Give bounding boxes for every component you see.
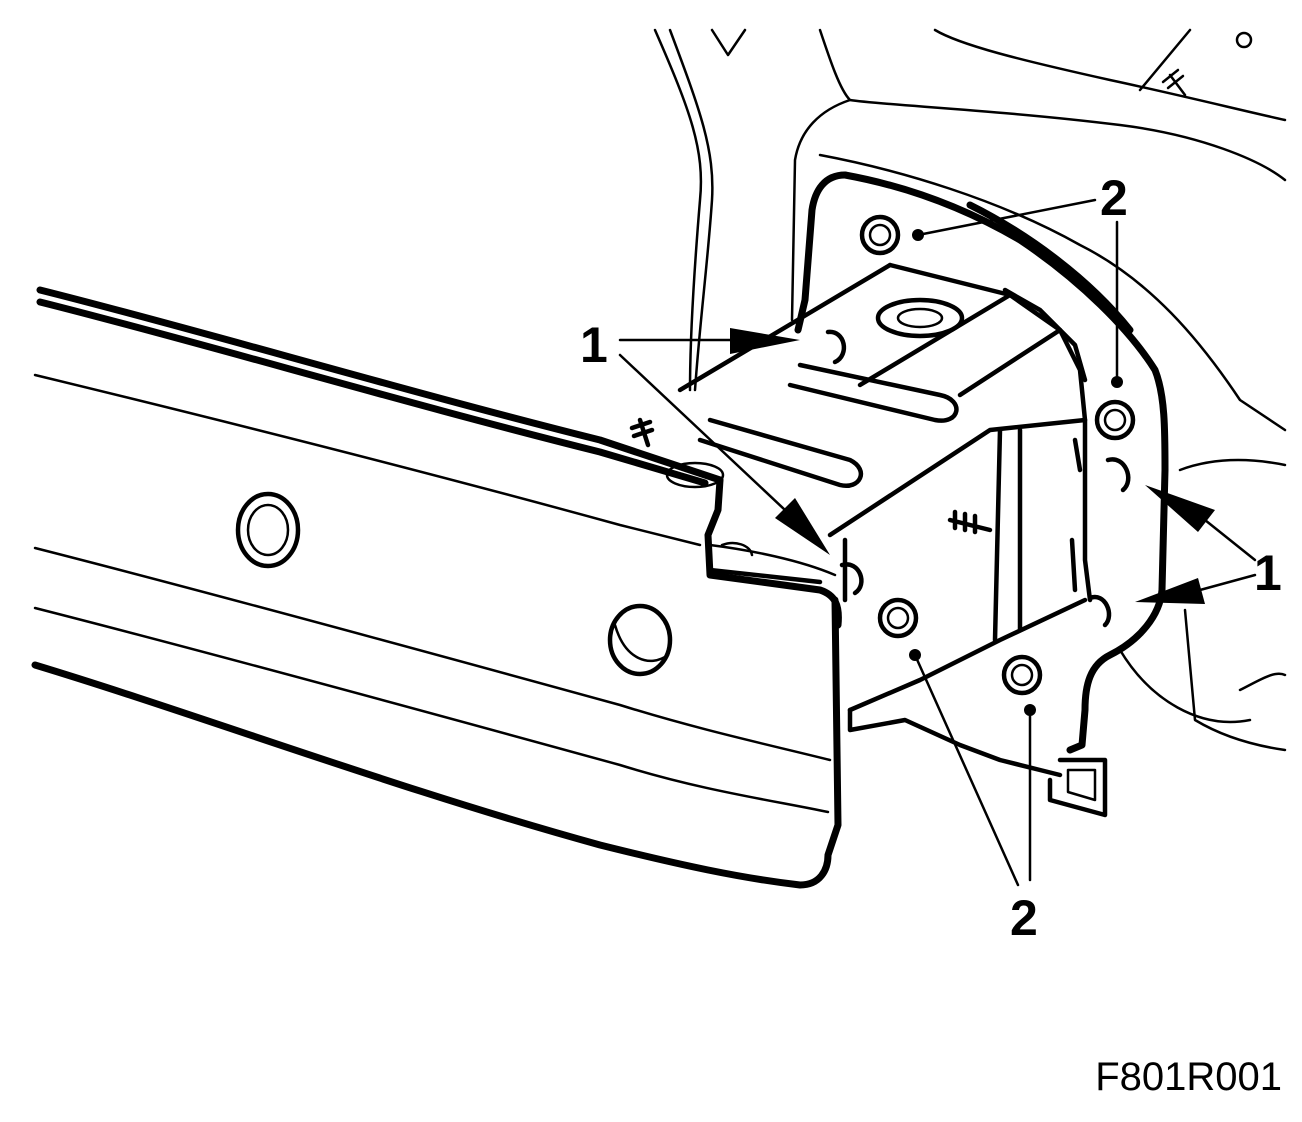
nut-markers [859,214,1136,696]
arrowhead [1145,485,1215,532]
nut-bottom-right [1001,654,1043,696]
arrowhead [775,498,830,555]
callout-1-right: 1 [1254,545,1282,601]
nut-bottom-left [877,597,919,639]
clip-1-right-lower [1087,594,1112,628]
body-panel [653,28,1287,752]
figure-code: F801R001 [1095,1055,1282,1099]
callout-2-top: 2 [1100,170,1128,226]
bumper-beam [31,286,842,889]
nut-top-left [859,214,901,256]
mounting-bracket [629,171,1169,818]
leaders-label-1 [618,328,1257,604]
callout-1-left: 1 [580,317,608,373]
clip-1-left [839,562,864,596]
arrowhead [1135,578,1205,604]
arrowhead [730,328,800,354]
leaders-label-2 [909,198,1123,887]
clip-1-right-upper [1105,457,1131,493]
nut-right [1094,399,1136,441]
clip-markers [825,329,1131,628]
callout-2-bottom: 2 [1010,890,1038,946]
clip-1-top [825,329,847,365]
